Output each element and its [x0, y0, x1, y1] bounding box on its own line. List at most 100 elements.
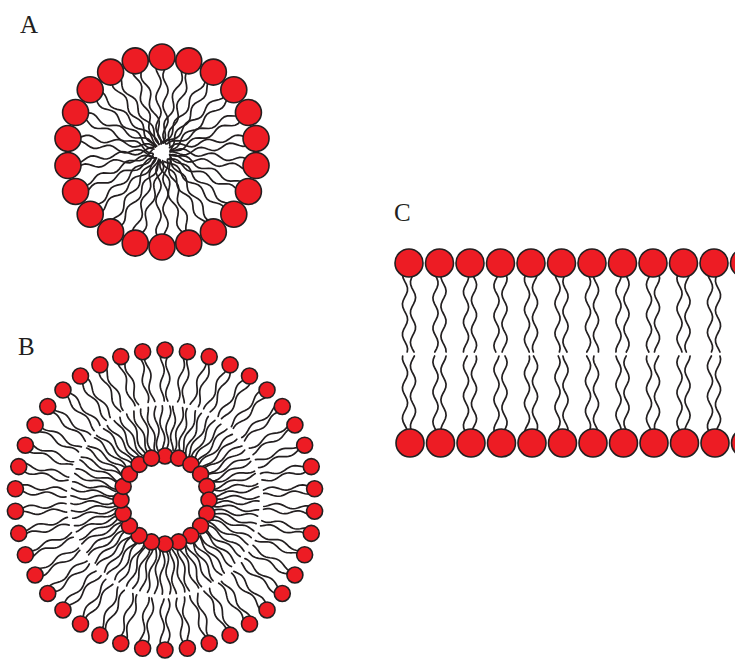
lipid-tail	[232, 573, 260, 609]
lipid-tail	[170, 156, 209, 221]
lipid-tail	[215, 505, 259, 511]
lipid-tail	[162, 80, 205, 143]
lipid-tail	[616, 356, 621, 431]
lipid-head	[179, 640, 195, 656]
lipid-head	[303, 525, 319, 541]
lipid-head	[176, 230, 202, 256]
lipid-head	[287, 567, 303, 583]
lipid-tail	[402, 275, 407, 352]
lipid-tail	[145, 357, 155, 401]
lipid-tail	[99, 372, 121, 412]
lipid-head	[149, 234, 175, 260]
lipid-head	[671, 429, 699, 457]
lipid-tail	[204, 370, 227, 409]
lipid-tail	[43, 550, 80, 576]
lipid-tail	[21, 509, 66, 514]
lipid-head	[200, 59, 226, 85]
lipid-head	[274, 586, 290, 602]
lipid-head	[143, 450, 159, 466]
lipid-tail	[524, 356, 529, 431]
lipid-tail	[255, 541, 298, 554]
lipid-head	[221, 201, 247, 227]
lipid-tail	[155, 550, 161, 594]
lipid-tail	[166, 356, 170, 401]
panel-letter: A	[20, 12, 38, 37]
lipid-tail	[215, 501, 259, 505]
lipid-head	[307, 503, 323, 519]
lipid-tail	[115, 542, 138, 579]
lipid-head	[297, 547, 313, 563]
lipid-head	[548, 249, 576, 277]
lipid-tail	[471, 356, 476, 431]
lipid-tail	[563, 275, 568, 352]
lipid-tail	[210, 588, 231, 628]
lipid-head	[122, 48, 148, 74]
lipid-tail	[654, 356, 659, 431]
lipid-head	[55, 125, 81, 151]
lipid-tail	[585, 356, 590, 431]
lipid-tail	[410, 356, 415, 431]
lipid-tail	[654, 275, 659, 352]
lipid-tail	[160, 356, 164, 401]
lipid-head	[639, 249, 667, 277]
lipid-head	[222, 357, 238, 373]
lipid-head	[92, 357, 108, 373]
lipid-tail	[502, 356, 507, 431]
lipid-head	[426, 249, 454, 277]
lipid-tail	[685, 356, 690, 431]
panel-letter: C	[394, 200, 411, 225]
lipid-tail	[73, 509, 116, 519]
lipid-head	[578, 249, 606, 277]
lipid-tail	[441, 356, 446, 431]
lipid-tail	[715, 356, 720, 431]
lipid-head	[700, 249, 728, 277]
lipid-head	[135, 640, 151, 656]
lipid-tail	[29, 452, 72, 465]
lipid-tail	[402, 356, 407, 431]
lipid-tail	[105, 590, 124, 631]
lipid-tail	[121, 78, 159, 144]
lipid-tail	[53, 410, 91, 435]
lipid-tail	[182, 358, 188, 403]
lipid-tail	[33, 537, 74, 556]
lipid-tail	[593, 356, 598, 431]
lipid-tail	[169, 135, 244, 148]
lipid-head	[17, 547, 33, 563]
lipid-tail	[585, 275, 590, 352]
lipid-tail	[97, 537, 131, 565]
lipid-tail	[259, 449, 300, 468]
lipid-tail	[524, 275, 529, 352]
lipid-heads	[7, 44, 735, 658]
lipid-tail	[147, 549, 156, 592]
lipid-tail	[206, 529, 241, 557]
lipid-tail	[171, 406, 176, 450]
lipid-tail	[134, 411, 148, 453]
lipid-tail	[264, 504, 309, 509]
lipid-head	[157, 642, 173, 658]
lipid-tail	[616, 275, 621, 352]
lipid-head	[11, 525, 27, 541]
lipid-head	[27, 417, 43, 433]
lipid-head	[7, 503, 23, 519]
lipid-head	[395, 249, 423, 277]
lipid-tail	[72, 488, 115, 496]
lipid-tail	[166, 599, 170, 644]
lipid-tail	[160, 599, 164, 644]
lipid-tail	[441, 275, 446, 352]
lipid-tail	[102, 92, 156, 146]
lipid-tail	[249, 426, 288, 449]
lipid-head	[179, 344, 195, 360]
lipid-tails	[21, 68, 735, 644]
lipid-tail	[127, 595, 137, 639]
lipid-tail	[261, 466, 306, 474]
lipid-tail	[215, 496, 259, 500]
lipid-head	[427, 429, 455, 457]
lipid-tail	[264, 485, 309, 490]
lipid-tail	[82, 523, 121, 544]
lipid-tail	[71, 501, 115, 505]
lipid-tail	[112, 158, 156, 220]
lipid-tail	[494, 275, 499, 352]
lipid-tail	[258, 533, 299, 551]
lipid-tail	[118, 364, 135, 406]
